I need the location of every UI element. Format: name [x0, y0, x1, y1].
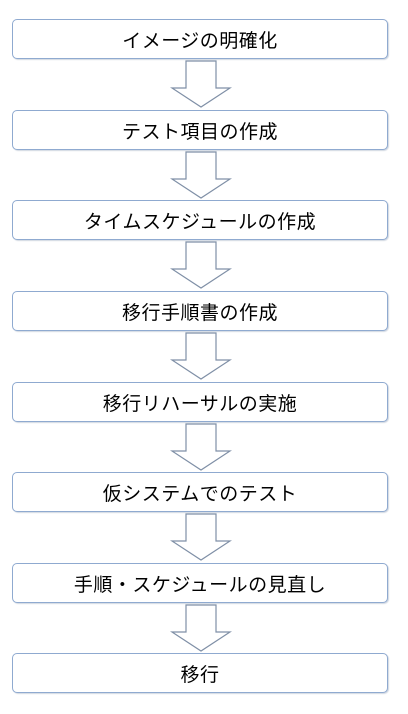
step-label-5: 移行リハーサルの実施 [102, 392, 298, 415]
step-label-2: テスト項目の作成 [121, 120, 278, 143]
step-box-7: 手順・スケジュールの見直し [12, 563, 388, 603]
step-box-8: 移行 [12, 653, 388, 693]
step-box-2: テスト項目の作成 [12, 110, 388, 150]
down-arrow-icon [170, 151, 232, 200]
down-arrow-icon [170, 60, 232, 109]
down-arrow-icon [170, 513, 232, 562]
down-arrow-icon [170, 604, 232, 653]
step-label-4: 移行手順書の作成 [121, 301, 278, 324]
step-box-3: タイムスケジュールの作成 [12, 200, 388, 240]
step-label-7: 手順・スケジュールの見直し [73, 573, 327, 596]
step-box-6: 仮システムでのテスト [12, 472, 388, 512]
down-arrow-icon [170, 241, 232, 290]
down-arrow-icon [170, 423, 232, 472]
step-label-8: 移行 [180, 663, 220, 686]
step-box-4: 移行手順書の作成 [12, 291, 388, 331]
step-box-5: 移行リハーサルの実施 [12, 382, 388, 422]
step-label-3: タイムスケジュールの作成 [83, 210, 317, 233]
step-label-6: 仮システムでのテスト [102, 482, 298, 505]
down-arrow-icon [170, 332, 232, 381]
step-label-1: イメージの明確化 [122, 29, 278, 52]
step-box-1: イメージの明確化 [12, 19, 388, 59]
